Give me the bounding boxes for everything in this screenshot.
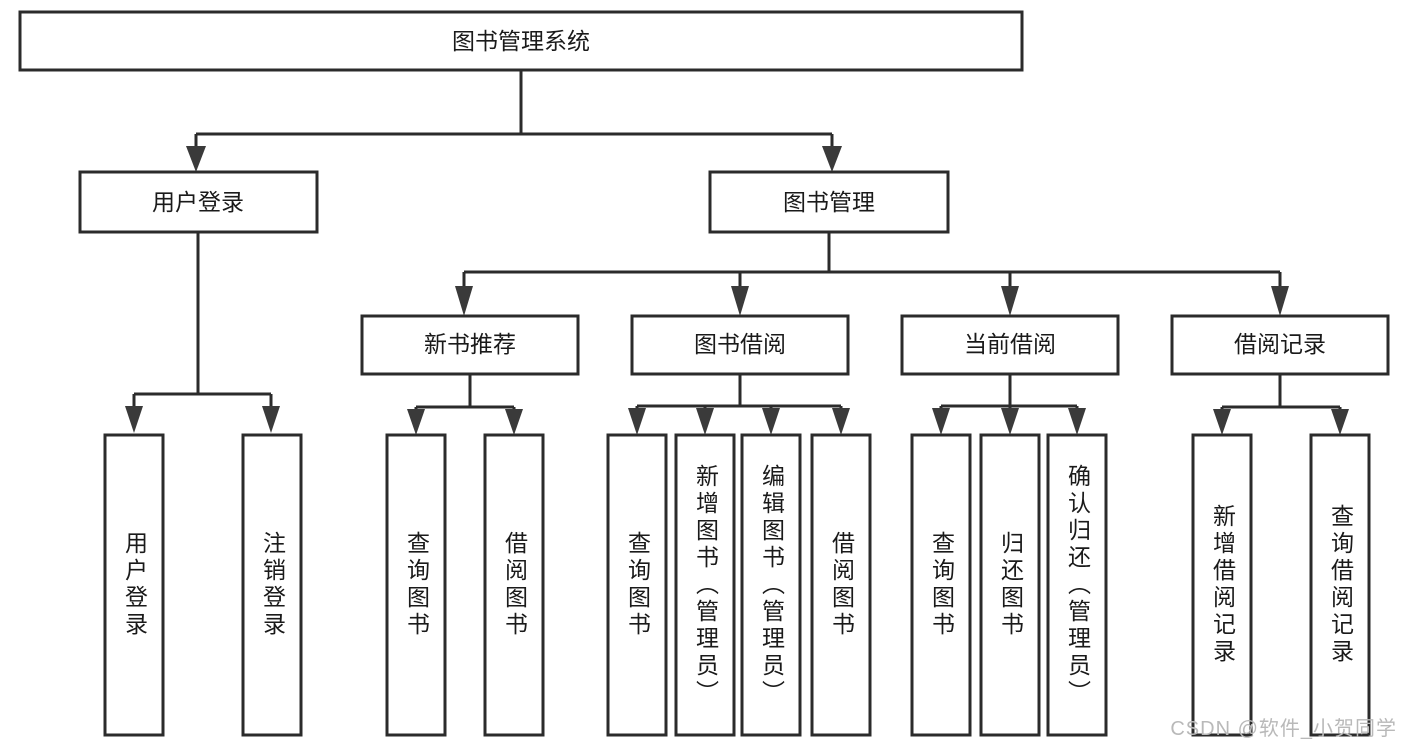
arrowhead-icon [455, 286, 473, 316]
leaf-book-borrow-3-box[interactable] [810, 433, 872, 737]
leaf-new-book-recommend-0-box[interactable] [385, 433, 447, 737]
connector-borrow-record-to-leaves [1213, 374, 1349, 435]
node-book-management[interactable]: 图书管理 [708, 170, 950, 234]
watermark-text: CSDN @软件_小贺同学 [1170, 718, 1397, 740]
leaf-borrow-record-0-box[interactable] [1191, 433, 1253, 737]
node-root-box [18, 10, 1024, 72]
arrowhead-icon [262, 406, 280, 433]
node-root-label: 图书管理系统 [452, 28, 590, 54]
connector-current-borrow-to-leaves [932, 374, 1086, 435]
connector-book-borrow-to-leaves [628, 374, 850, 435]
arrowhead-icon [1213, 409, 1231, 435]
leaf-new-book-recommend-1-box[interactable] [483, 433, 545, 737]
leaf-current-borrow-0-box[interactable] [910, 433, 972, 737]
arrowhead-icon [822, 146, 842, 172]
connector-user-login-to-leaves [125, 232, 280, 433]
arrowhead-icon [407, 409, 425, 435]
connector-root-to-level2 [186, 70, 842, 172]
arrowhead-icon [505, 409, 523, 435]
connector-new-book-recommend-to-leaves [407, 374, 523, 435]
node-book-borrow-box [630, 314, 850, 376]
node-book-borrow[interactable]: 图书借阅 [630, 314, 850, 376]
node-new-book-recommend-box [360, 314, 580, 376]
arrowhead-icon [1271, 286, 1289, 316]
arrowhead-icon [628, 408, 646, 435]
arrowhead-icon [696, 408, 714, 435]
leaf-user-login-0-box[interactable] [103, 433, 165, 737]
arrowhead-icon [1331, 409, 1349, 435]
connector-book-management-to-level3 [455, 232, 1289, 316]
node-current-borrow-box [900, 314, 1120, 376]
arrowhead-icon [1001, 408, 1019, 435]
node-borrow-record-box [1170, 314, 1390, 376]
arrowhead-icon [125, 406, 143, 433]
arrowhead-icon [731, 286, 749, 316]
leaf-user-login-1-box[interactable] [241, 433, 303, 737]
leaf-borrow-record-1-box[interactable] [1309, 433, 1371, 737]
arrowhead-icon [1068, 408, 1086, 435]
node-new-book-recommend[interactable]: 新书推荐 [360, 314, 580, 376]
node-user-login[interactable]: 用户登录 [78, 170, 319, 234]
node-current-borrow-label: 当前借阅 [964, 331, 1056, 357]
arrowhead-icon [1001, 286, 1019, 316]
node-borrow-record[interactable]: 借阅记录 [1170, 314, 1390, 376]
leaf-current-borrow-1-box[interactable] [979, 433, 1041, 737]
node-borrow-record-label: 借阅记录 [1234, 331, 1326, 357]
node-current-borrow[interactable]: 当前借阅 [900, 314, 1120, 376]
node-book-borrow-label: 图书借阅 [694, 331, 786, 357]
leaf-book-borrow-0-box[interactable] [606, 433, 668, 737]
leaf-current-borrow-2-box[interactable] [1046, 433, 1108, 737]
arrowhead-icon [832, 408, 850, 435]
node-new-book-recommend-label: 新书推荐 [424, 331, 516, 357]
node-root[interactable]: 图书管理系统 [18, 10, 1024, 72]
node-user-login-label: 用户登录 [152, 189, 244, 215]
node-book-management-box [708, 170, 950, 234]
arrowhead-icon [186, 146, 206, 172]
leaf-book-borrow-1-box[interactable] [674, 433, 736, 737]
node-book-management-label: 图书管理 [783, 189, 875, 215]
arrowhead-icon [762, 408, 780, 435]
leaf-book-borrow-2-box[interactable] [740, 433, 802, 737]
arrowhead-icon [932, 408, 950, 435]
